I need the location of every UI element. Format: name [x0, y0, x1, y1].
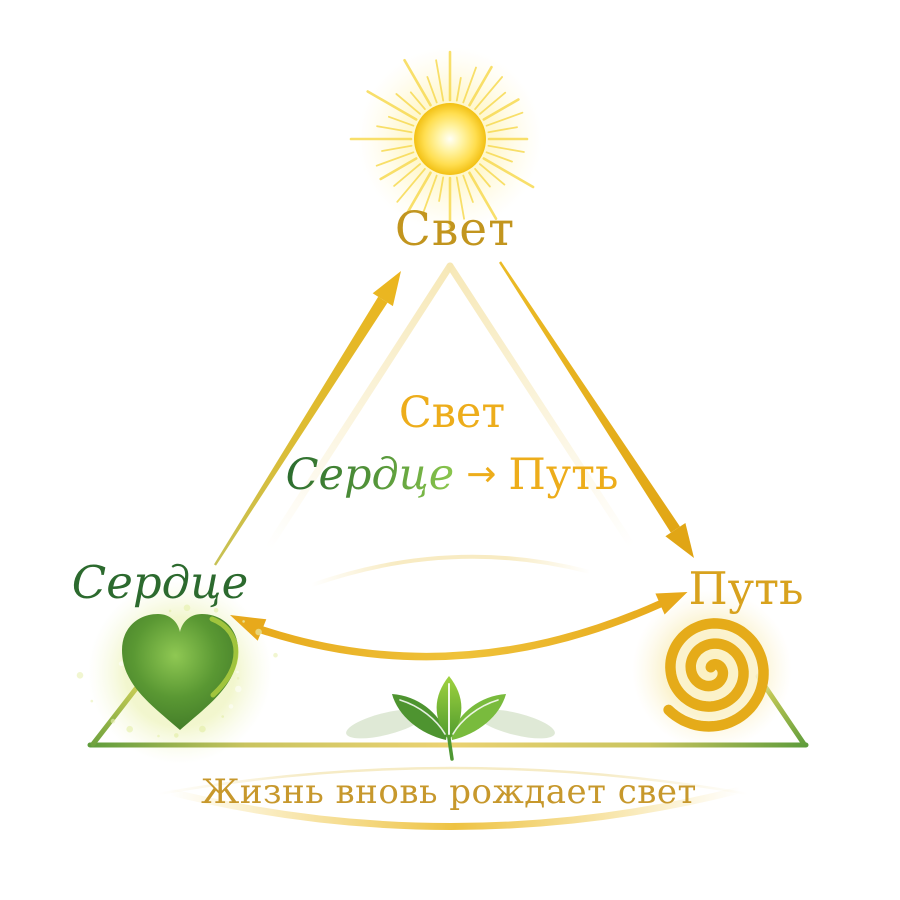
sprout-leaf-left [392, 694, 447, 740]
sprout-vein-left [399, 699, 446, 735]
faint-ellipse-arc [310, 554, 592, 587]
sprout-leaf-right [451, 694, 506, 740]
footer-swoosh [156, 766, 750, 830]
sprout-echo-left [346, 709, 424, 739]
heart-rim-light [209, 616, 239, 698]
inner-triangle [264, 262, 636, 552]
center-light-label: Свет [398, 388, 506, 438]
arrowhead-up [372, 271, 401, 307]
center-heart-to-path: Сердце → Путь [286, 450, 619, 500]
center-heart-label: Сердце [285, 450, 455, 500]
arrow-heart-to-light [214, 271, 401, 566]
center-path-label: Путь [508, 450, 619, 500]
footer-swoosh-upper [156, 766, 750, 796]
sprout-vein-right [452, 699, 499, 735]
node-label-heart: Сердце [71, 556, 249, 609]
sprout-stem [447, 736, 454, 761]
arrow-light-to-path [499, 261, 694, 558]
center-formula: Свет Сердце → Путь [286, 388, 619, 500]
node-label-path: Путь [688, 562, 804, 615]
sun-icon [349, 50, 535, 229]
footer-caption: Жизнь вновь рождает свет [201, 772, 697, 812]
footer-swoosh-lower [166, 786, 744, 830]
arrowhead-right [655, 592, 688, 615]
heart-icon [76, 604, 278, 738]
sprout-icon [346, 676, 555, 761]
spiral-icon [663, 618, 769, 732]
node-label-light: Свет [394, 202, 516, 257]
sprout-echo-right [477, 709, 555, 739]
arrowhead-down [665, 523, 694, 558]
arrow-path-to-heart [230, 592, 688, 661]
sun-rays [349, 50, 535, 229]
right-arrow-glyph: → [466, 454, 497, 495]
sun-disk [414, 103, 486, 175]
